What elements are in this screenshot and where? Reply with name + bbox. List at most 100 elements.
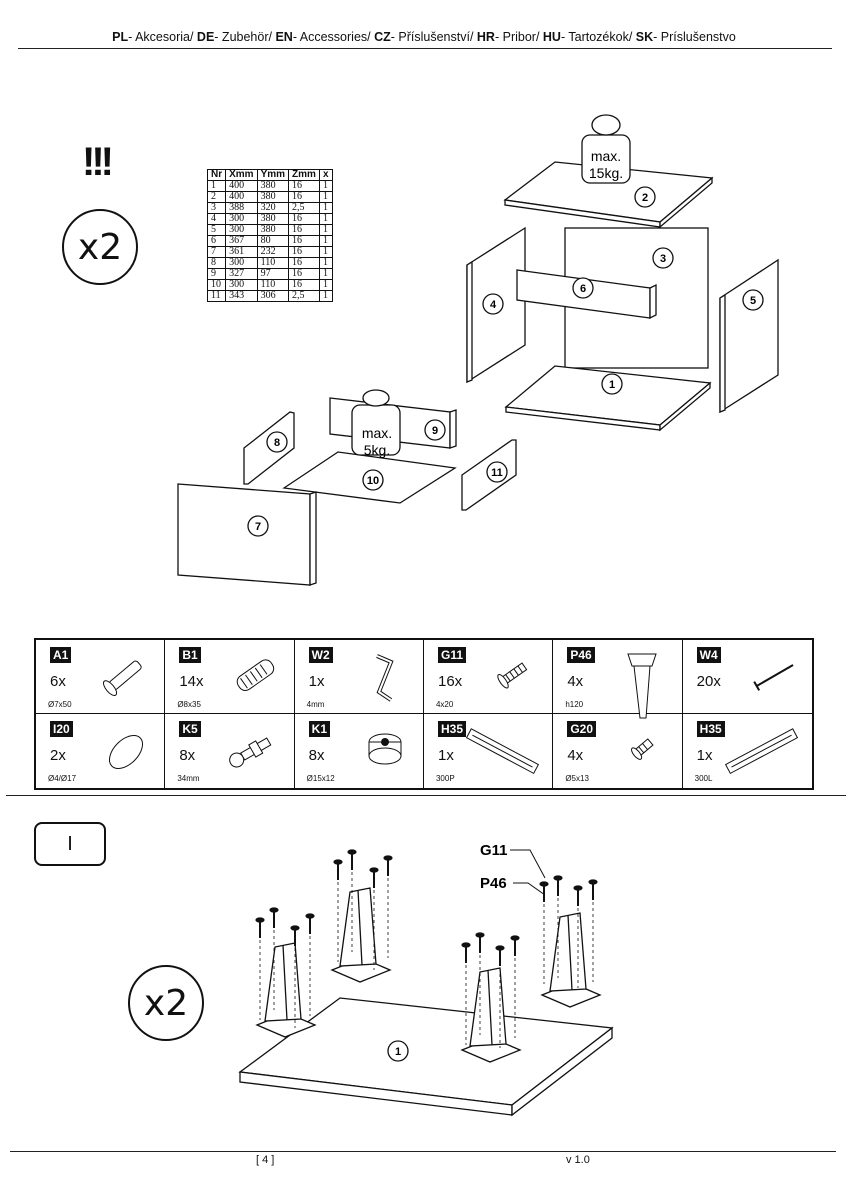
accessory-code: I20 (50, 721, 73, 737)
table-cell: 1 (318, 246, 333, 258)
cam-lock-icon (357, 722, 413, 782)
accessory-quantity: 6x (50, 673, 66, 690)
accessory-size: Ø5x13 (565, 774, 589, 783)
step-multiplier-badge: x2 (128, 965, 204, 1041)
washer-icon (98, 722, 154, 782)
callout-g11: G11 (480, 842, 508, 859)
accessory-code: B1 (179, 647, 201, 663)
accessory-quantity: 4x (567, 673, 584, 690)
part-number-label: 10 (367, 475, 379, 487)
lang-text: - Zubehör/ (214, 30, 276, 44)
accessory-code: W2 (308, 647, 333, 663)
screw-icon (573, 885, 583, 988)
step-diagram: G11 P46 1 (238, 842, 614, 1117)
screw-icon (269, 907, 279, 1010)
part-number-circle (486, 461, 508, 483)
screw-icon (588, 879, 598, 982)
weight-small-line1: max. (362, 425, 392, 441)
accessory-size: 300P (435, 774, 455, 783)
table-cell: 1 (318, 257, 333, 269)
table-cell: 1 (318, 290, 333, 302)
weight-large-line1: max. (591, 148, 621, 164)
nail-icon (746, 648, 802, 708)
part-number-label: 5 (750, 295, 756, 307)
accessory-code: H35 (437, 721, 466, 737)
warning-mark: !!! (82, 140, 114, 184)
lang-text: - Accessories/ (292, 30, 375, 44)
screw-icon (333, 859, 343, 962)
callout-p46: P46 (480, 875, 507, 892)
panel-7 (177, 483, 311, 586)
part-number-circle (652, 247, 674, 269)
part-number-label: 8 (274, 437, 280, 449)
screw-icon (369, 867, 379, 970)
panel-5 (719, 258, 779, 414)
part-number-label: 9 (432, 425, 438, 437)
screw-icon (495, 945, 505, 1048)
accessory-quantity: 1x (696, 747, 713, 764)
wood-screw-icon (486, 648, 542, 708)
drawer-slide-left-icon (722, 722, 802, 786)
accessory-item: P46 4x h120 (553, 640, 683, 719)
multiplier-badge: x2 (62, 209, 138, 285)
part-number-circle (572, 277, 594, 299)
allen-key-icon (357, 648, 413, 712)
short-screw-icon (616, 722, 672, 782)
multiplier-text: x2 (77, 226, 123, 268)
screw-icon (305, 913, 315, 1016)
lang-code: PL (112, 30, 129, 44)
part-number-circle (424, 419, 446, 441)
step-label: I (34, 822, 106, 866)
part-number-circle (362, 469, 384, 491)
version-label: v 1.0 (566, 1154, 590, 1166)
accessory-quantity: 2x (50, 747, 66, 764)
page-header: PL- Akcesoria/ DE- Zubehör/ EN- Accessor… (0, 30, 848, 44)
part-number-circle (601, 373, 623, 395)
accessory-size: h120 (565, 700, 584, 709)
lang-text: - Pribor/ (494, 30, 543, 44)
step-panel-number: 1 (395, 1046, 401, 1058)
table-cell: 306 (256, 290, 290, 302)
table-header-row: Nr Xmm Ymm Zmm x (206, 169, 333, 181)
lang-code: HR (476, 30, 495, 44)
accessory-size: 34mm (177, 774, 200, 783)
part-number-circle (482, 293, 504, 315)
lang-text: - Tartozékok/ (560, 30, 636, 44)
part-number-label: 2 (642, 192, 648, 204)
accessory-size: 4x20 (435, 700, 454, 709)
lang-text: - Příslušenství/ (390, 30, 477, 44)
accessory-code: P46 (567, 647, 595, 663)
accessory-size: Ø7x50 (48, 700, 72, 709)
page-number: [ 4 ] (256, 1154, 275, 1166)
part-number-label: 4 (490, 299, 497, 311)
footer-divider (10, 1151, 836, 1152)
furniture-leg (460, 967, 522, 1063)
part-number-circle (266, 431, 288, 453)
accessory-size: Ø8x35 (177, 700, 201, 709)
accessory-code: G20 (567, 721, 597, 737)
screw-icon (553, 875, 563, 978)
header-divider (18, 48, 832, 49)
lang-code: EN (275, 30, 293, 44)
accessory-size: Ø4/Ø17 (48, 774, 77, 783)
part-number-circle (387, 1040, 409, 1062)
table-cell: 2,5 (288, 290, 320, 302)
lang-text: - Akcesoria/ (128, 30, 197, 44)
weight-small-line2: 5kg. (364, 442, 390, 458)
accessory-code: H35 (696, 721, 725, 737)
accessory-quantity: 8x (308, 747, 325, 764)
furniture-leg (540, 912, 602, 1008)
